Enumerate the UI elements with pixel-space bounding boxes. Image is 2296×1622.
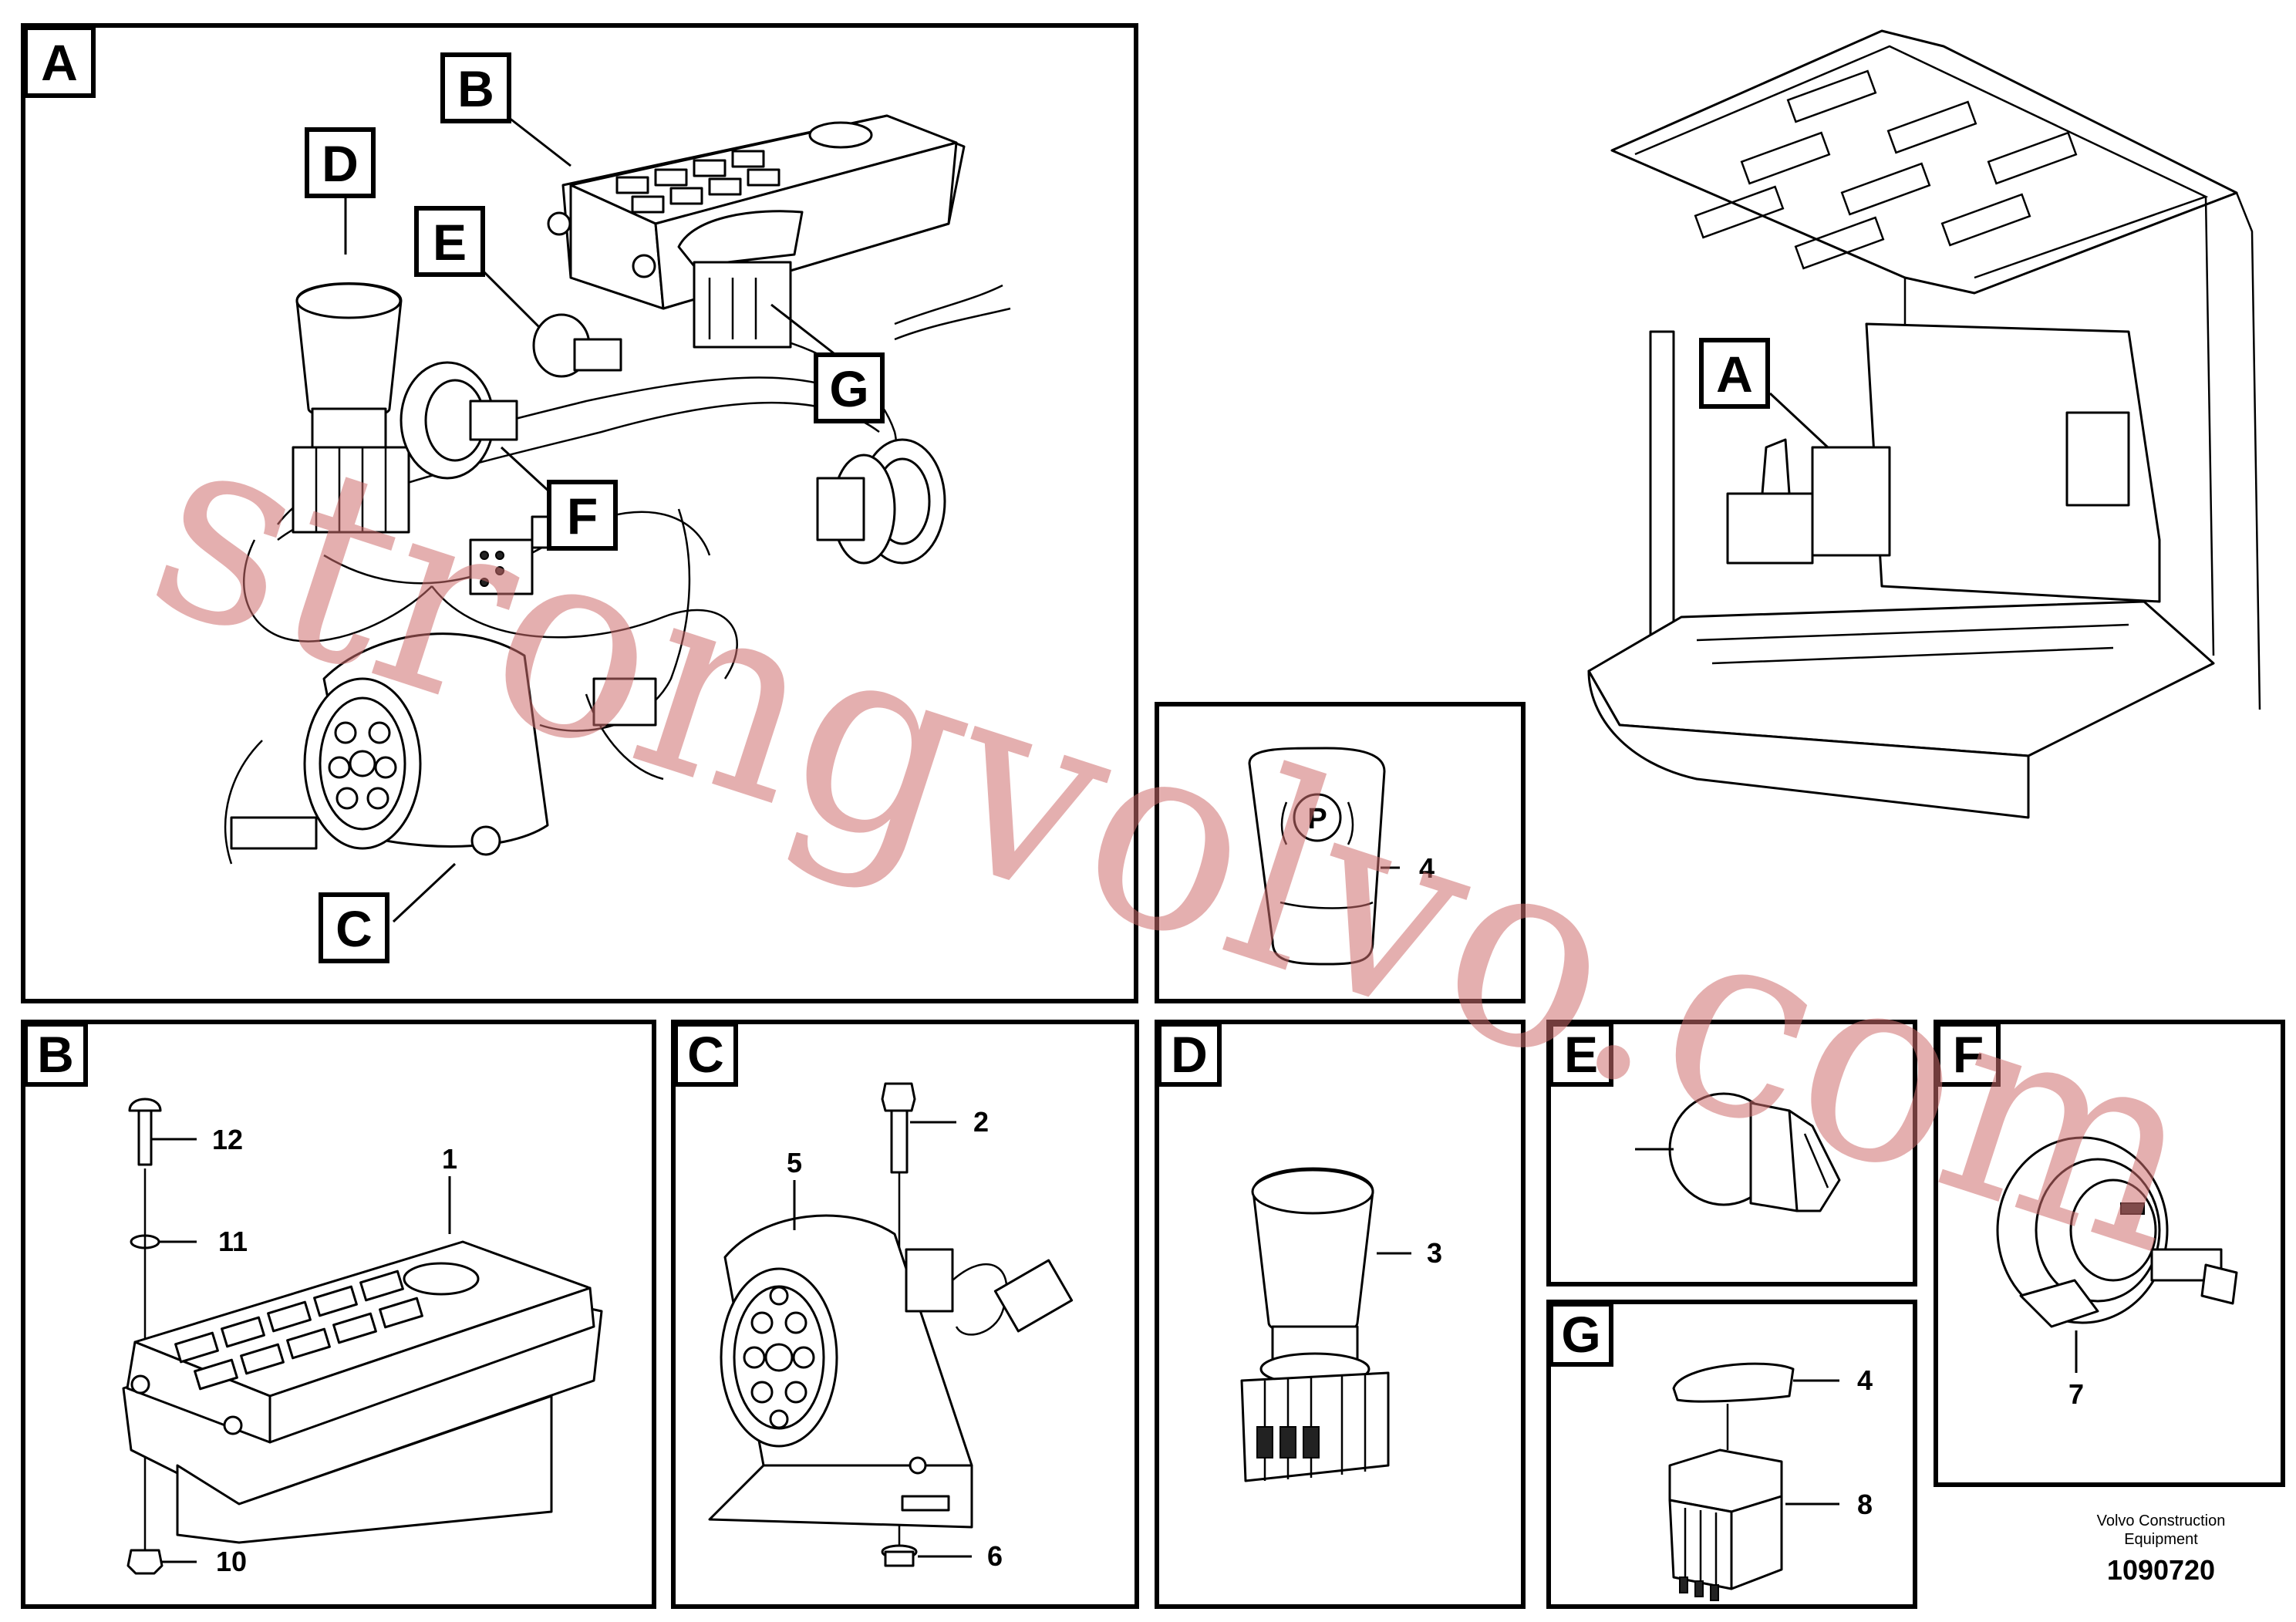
- svg-text:A: A: [1716, 346, 1753, 403]
- svg-text:G: G: [1561, 1306, 1600, 1363]
- overview-tag-f: F: [547, 480, 618, 551]
- overview-tag-b: B: [440, 52, 511, 123]
- svg-text:3: 3: [1427, 1237, 1442, 1269]
- panel-d: D 3: [1155, 1020, 1526, 1609]
- svg-text:12: 12: [212, 1124, 243, 1155]
- svg-text:11: 11: [218, 1226, 248, 1257]
- rocker-cap-4: [1672, 1362, 1795, 1403]
- nut-6: [881, 1544, 918, 1567]
- svg-text:E: E: [1564, 1026, 1598, 1083]
- cable-junction: [816, 438, 946, 565]
- svg-text:4: 4: [1857, 1364, 1873, 1396]
- rocker-switch-8: [1668, 1448, 1783, 1601]
- panel-a-letter: A: [41, 34, 78, 91]
- overview-indicator-light: [532, 313, 622, 378]
- svg-text:G: G: [829, 360, 868, 417]
- svg-text:C: C: [687, 1026, 724, 1083]
- svg-text:5: 5: [787, 1147, 802, 1179]
- overview-alarm-grille: [328, 721, 397, 810]
- svg-text:10: 10: [216, 1546, 247, 1577]
- overview-tag-d: D: [305, 127, 376, 198]
- panel-a-tag: [23, 25, 96, 98]
- svg-text:6: 6: [987, 1540, 1003, 1572]
- overview-tag-e: E: [414, 206, 485, 277]
- overview-tag-g: G: [814, 352, 885, 423]
- panel-a: A: [21, 23, 1138, 1003]
- svg-text:E: E: [433, 214, 467, 271]
- reverse-alarm-5: [708, 1214, 1074, 1529]
- svg-text:Volvo Construction: Volvo Construction: [2097, 1512, 2226, 1529]
- svg-text:D: D: [322, 135, 359, 192]
- svg-text:F: F: [567, 487, 598, 545]
- panel-knob: [403, 1262, 480, 1296]
- indicator-light: [1668, 1092, 1841, 1212]
- panel-e: E: [1546, 1020, 1917, 1286]
- svg-text:2: 2: [973, 1106, 989, 1138]
- panel-g: G 4 8: [1546, 1300, 1917, 1609]
- panel-b: B 12 11 10: [21, 1020, 656, 1609]
- cab-overview: A: [1587, 29, 2261, 819]
- overview-emergency-stop: [292, 282, 410, 534]
- overview-rocker-switch: [677, 210, 804, 349]
- cab-joystick: [1726, 438, 1891, 565]
- overview-tag-c: C: [319, 892, 389, 963]
- parking-p-icon: [1293, 793, 1342, 842]
- power-socket-7: [1996, 1136, 2238, 1328]
- overview-panel-buttons: [615, 150, 781, 214]
- svg-text:8: 8: [1857, 1489, 1873, 1520]
- cab-tag-a: [1699, 338, 1770, 409]
- svg-text:C: C: [335, 900, 373, 957]
- roof-slots: [1694, 69, 2078, 270]
- nut-10: [126, 1549, 164, 1575]
- alarm-grille: [743, 1286, 815, 1429]
- overview-socket: [400, 361, 518, 480]
- footer: Volvo Construction Equipment 1090720: [2097, 1512, 2226, 1586]
- svg-text:Equipment: Equipment: [2124, 1531, 2198, 1548]
- svg-text:B: B: [457, 60, 494, 117]
- svg-text:7: 7: [2068, 1378, 2084, 1410]
- overview-reverse-alarm: [230, 632, 657, 856]
- panel-f: F 7: [1934, 1020, 2285, 1487]
- overview-leaders: [344, 110, 841, 923]
- panel-parking-switch: P 4: [1155, 702, 1526, 1003]
- emergency-stop-3: [1240, 1167, 1390, 1482]
- svg-text:D: D: [1171, 1026, 1208, 1083]
- svg-text:F: F: [1953, 1026, 1984, 1083]
- bolt-2: [881, 1082, 916, 1174]
- panel-buttons: [174, 1270, 423, 1391]
- panel-c: C 2 6: [671, 1020, 1139, 1609]
- svg-text:P: P: [1307, 803, 1327, 835]
- bolt-12: [128, 1098, 162, 1166]
- svg-text:1090720: 1090720: [2107, 1554, 2215, 1586]
- label-4-panel: 4: [1419, 852, 1435, 884]
- svg-text:B: B: [37, 1026, 74, 1083]
- svg-text:1: 1: [442, 1143, 457, 1175]
- control-panel-1: [122, 1240, 603, 1544]
